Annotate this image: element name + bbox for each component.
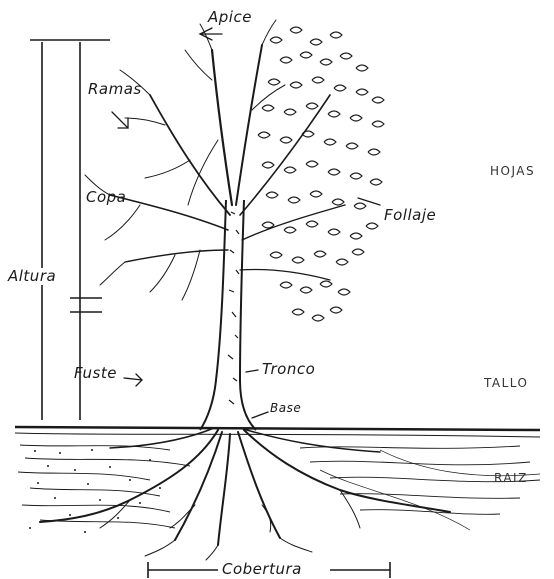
label-fuste: Fuste (74, 366, 117, 381)
label-copa: Copa (86, 190, 126, 205)
label-tallo: TALLO (484, 377, 529, 389)
foliage (258, 27, 384, 321)
trunk (200, 200, 256, 430)
label-cobertura: Cobertura (222, 562, 302, 577)
label-altura: Altura (6, 268, 58, 285)
label-tronco: Tronco (262, 362, 315, 377)
label-base: Base (270, 402, 301, 414)
branches (85, 20, 345, 300)
label-apice: Apice (208, 10, 252, 25)
label-ramas: Ramas (88, 82, 142, 97)
trunk-bark-texture (228, 212, 239, 404)
label-raiz: RAIZ (494, 472, 528, 484)
pointer-arrows (112, 28, 380, 418)
label-follaje: Follaje (384, 208, 436, 223)
ground-line (15, 427, 540, 437)
label-hojas: HOJAS (490, 165, 535, 177)
